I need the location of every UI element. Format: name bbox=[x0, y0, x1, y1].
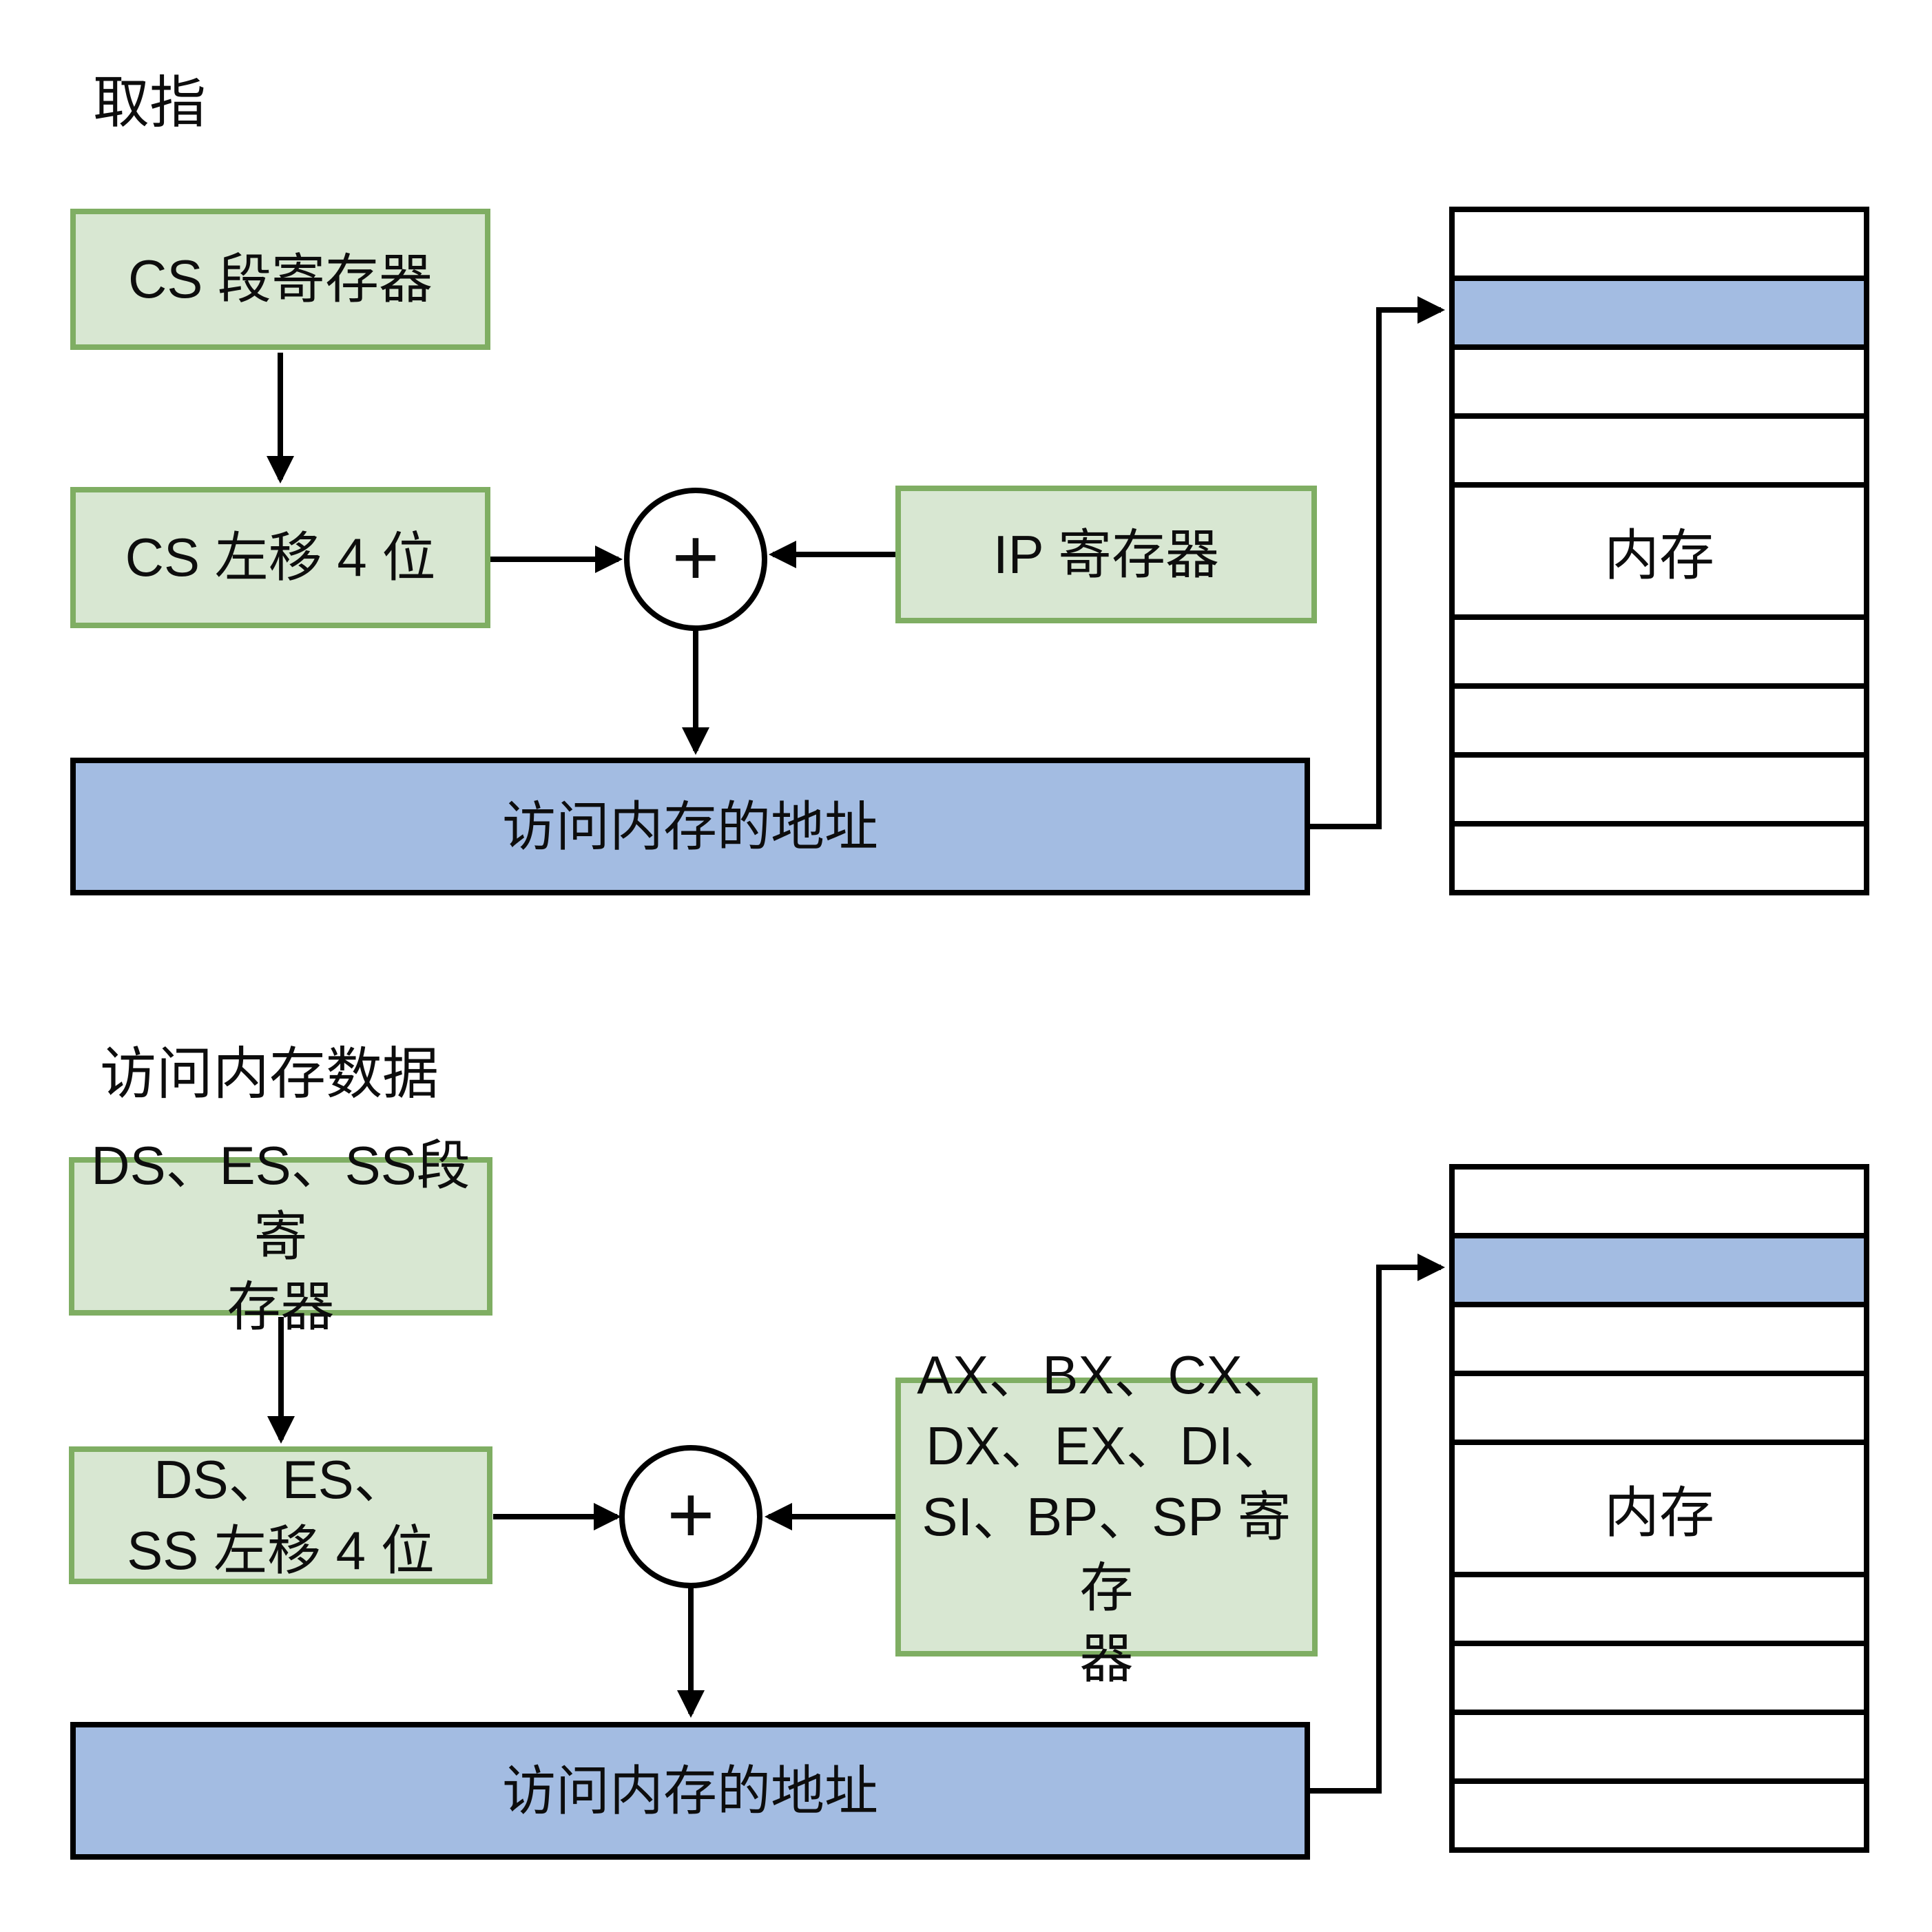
ds-es-ss-shift-left-4-box: DS、ES、 SS 左移 4 位 bbox=[69, 1446, 492, 1584]
memory-row bbox=[1455, 350, 1864, 419]
adder-plus-data-access: + bbox=[667, 1469, 715, 1561]
memory-row bbox=[1455, 689, 1864, 758]
cs-segment-register-box: CS 段寄存器 bbox=[70, 209, 490, 350]
register-box-line: AX、BX、CX、 bbox=[917, 1344, 1296, 1406]
memory-row-label: 内存 bbox=[1455, 1445, 1864, 1577]
memory-row bbox=[1455, 212, 1864, 281]
memory-row bbox=[1455, 419, 1864, 488]
memory-label: 内存 bbox=[1604, 525, 1714, 586]
memory-row bbox=[1455, 1784, 1864, 1847]
ip-register-box: IP 寄存器 bbox=[895, 486, 1317, 623]
memory-row bbox=[1455, 1307, 1864, 1376]
memory-row bbox=[1455, 1376, 1864, 1445]
memory-row bbox=[1455, 1715, 1864, 1784]
register-box-line: DX、EX、DI、 bbox=[926, 1415, 1287, 1477]
arrow-address-to-memory bbox=[1310, 296, 1445, 829]
general-registers-box: AX、BX、CX、 DX、EX、DI、 SI、BP、SP 寄存 器 bbox=[895, 1344, 1318, 1689]
memory-address-box-fetch: 访问内存的地址 bbox=[70, 758, 1310, 895]
memory-row bbox=[1455, 1646, 1864, 1715]
segment-box-line: DS、ES、SS段寄 bbox=[91, 1134, 470, 1267]
arrow-address2-to-memory bbox=[1310, 1254, 1445, 1794]
adder-plus-fetch: + bbox=[672, 512, 720, 603]
shift-box-line: SS 左移 4 位 bbox=[127, 1520, 435, 1581]
memory-row-highlighted bbox=[1455, 1238, 1864, 1307]
memory-row-label: 内存 bbox=[1455, 488, 1864, 620]
memory-address-box-data-access: 访问内存的地址 bbox=[70, 1722, 1310, 1860]
memory-row bbox=[1455, 827, 1864, 890]
section-title-data-access: 访问内存数据 bbox=[100, 1043, 439, 1105]
memory-row-highlighted bbox=[1455, 281, 1864, 350]
register-box-line: 器 bbox=[1079, 1628, 1134, 1689]
memory-row bbox=[1455, 620, 1864, 689]
register-box-line: SI、BP、SP 寄存 bbox=[922, 1486, 1291, 1618]
memory-table-fetch: 内存 bbox=[1449, 207, 1869, 895]
memory-row bbox=[1455, 1170, 1864, 1238]
segment-box-line: 存器 bbox=[227, 1276, 335, 1338]
memory-row bbox=[1455, 758, 1864, 827]
ds-es-ss-segment-register-box: DS、ES、SS段寄 存器 bbox=[69, 1135, 492, 1337]
shift-box-line: DS、ES、 bbox=[154, 1449, 408, 1510]
memory-label: 内存 bbox=[1604, 1482, 1714, 1544]
cs-shift-left-4-box: CS 左移 4 位 bbox=[70, 487, 490, 628]
memory-row bbox=[1455, 1577, 1864, 1646]
section-title-fetch: 取指 bbox=[93, 72, 207, 134]
memory-table-data-access: 内存 bbox=[1449, 1164, 1869, 1853]
